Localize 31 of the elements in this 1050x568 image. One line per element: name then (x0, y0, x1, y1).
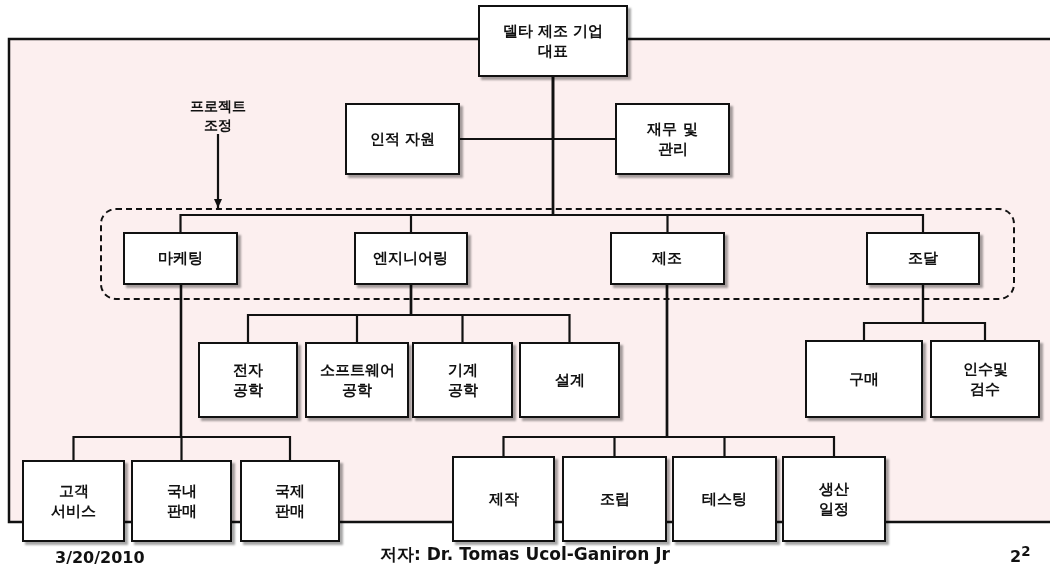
arrow (214, 134, 222, 208)
org-box: 제조 (609, 231, 725, 285)
org-box: 소프트웨어 공학 (305, 342, 409, 418)
org-box: 재무 및 관리 (615, 103, 730, 175)
org-box: 국제 판매 (240, 460, 340, 542)
org-box: 전자 공학 (198, 342, 298, 418)
connector-line (665, 285, 836, 456)
org-box: 구매 (805, 340, 923, 418)
org-box: 조립 (562, 456, 667, 542)
org-box: 기계 공학 (412, 342, 513, 418)
org-box: 테스팅 (672, 456, 777, 542)
page-number: 2$^{2}$ (1010, 544, 1031, 567)
date-text: 3/20/2010 (55, 548, 145, 568)
connector-line (409, 285, 571, 342)
annotation-text: 프로젝트 조정 (180, 98, 256, 134)
org-box: 인수및 검수 (930, 340, 1040, 418)
author-text: 저자: Dr. Tomas Ucol-Ganiron Jr (380, 544, 670, 565)
connector-line (179, 285, 292, 460)
org-box: 델타 제조 기업 대표 (478, 5, 628, 77)
org-box: 고객 서비스 (22, 460, 125, 542)
connector-line (921, 285, 987, 340)
org-box: 마케팅 (122, 231, 238, 285)
org-box: 생산 일정 (782, 456, 886, 542)
org-box: 조달 (865, 231, 980, 285)
org-box: 국내 판매 (131, 460, 232, 542)
dashed-group-box (100, 208, 1015, 300)
org-box: 제작 (452, 456, 555, 542)
org-box: 설계 (519, 342, 620, 418)
connector-line (551, 77, 925, 232)
org-box: 인적 자원 (345, 103, 460, 175)
org-box: 엔지니어링 (353, 231, 468, 285)
